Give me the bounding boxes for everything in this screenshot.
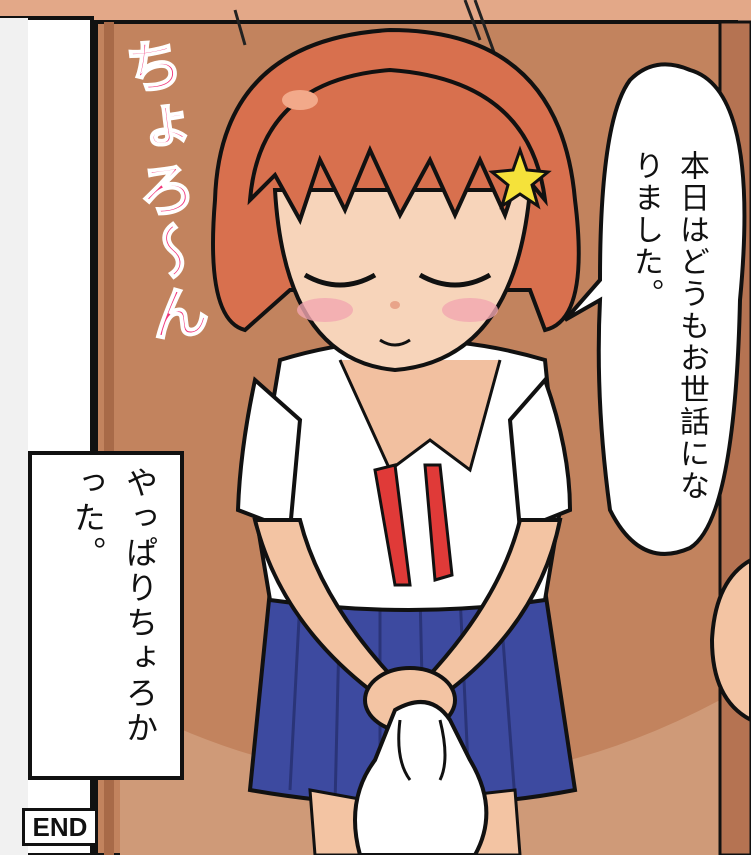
bag-handles <box>397 719 447 781</box>
face <box>272 188 533 373</box>
top-strip <box>0 0 751 22</box>
ribbon-left <box>373 463 412 587</box>
eye-left <box>303 272 377 288</box>
end-label: END <box>22 808 98 846</box>
motion-line <box>233 9 247 46</box>
speech-bubble-shape <box>563 62 747 556</box>
other-person-hand <box>709 557 751 723</box>
ribbon-right <box>423 463 454 582</box>
caption-box-shape <box>28 451 184 780</box>
motion-line <box>473 0 497 56</box>
hair-clip-star <box>488 145 552 210</box>
blush-right <box>442 298 498 322</box>
nose <box>390 301 400 309</box>
caption-text: やっぱりちょろかった。 <box>69 466 159 746</box>
sleeve-right <box>507 376 573 533</box>
door-frame-edge <box>0 18 28 855</box>
hair-bangs <box>247 67 548 225</box>
speech-bubble-text: 本日はどうもお世話になりました。 <box>628 150 709 502</box>
door-floor-glow <box>120 700 720 855</box>
motion-line <box>463 0 482 41</box>
door-shadow-strip <box>104 22 114 855</box>
plastic-bag <box>353 700 489 855</box>
leg-left <box>308 788 367 855</box>
hair-highlight <box>282 90 318 110</box>
sleeve-left <box>235 376 303 533</box>
mouth <box>379 338 411 347</box>
neckline <box>338 359 502 473</box>
blush-left <box>297 298 353 322</box>
eye-right <box>418 272 492 288</box>
